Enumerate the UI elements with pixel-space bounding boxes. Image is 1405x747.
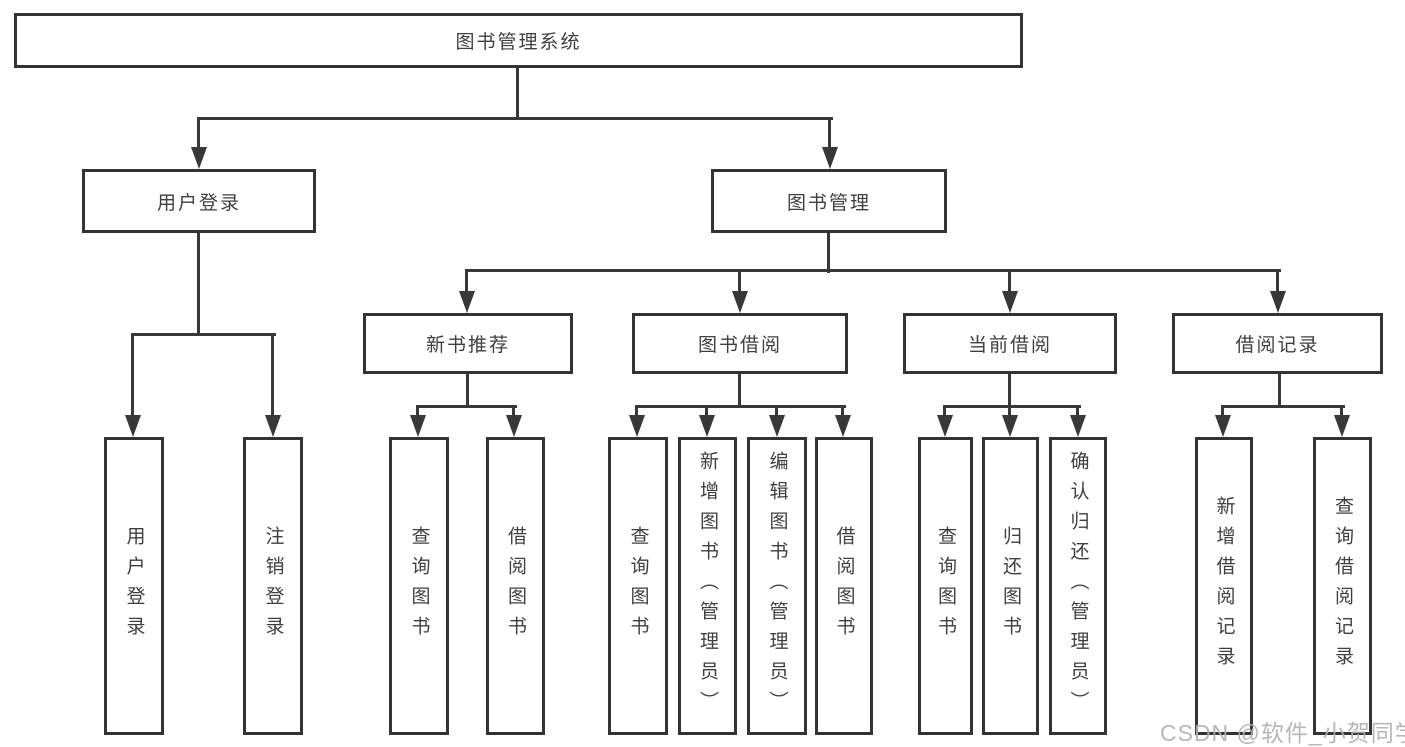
arrow-down-icon bbox=[410, 415, 426, 437]
leaf-current-confirm-return-admin: 确认归还（管理员） bbox=[1049, 437, 1107, 735]
node-borrow-records-label: 借阅记录 bbox=[1235, 335, 1320, 356]
leaf-borrow-add-books-admin-label: 新增图书（管理员） bbox=[697, 451, 718, 721]
leaf-current-confirm-return-admin-label: 确认归还（管理员） bbox=[1067, 451, 1089, 721]
connector-line bbox=[1340, 405, 1343, 419]
leaf-borrow-edit-books-admin: 编辑图书（管理员） bbox=[747, 437, 807, 735]
leaf-current-query-books-label: 查询图书 bbox=[935, 526, 956, 646]
connector-line bbox=[943, 405, 946, 419]
leaf-newbook-query-books-label: 查询图书 bbox=[408, 526, 430, 646]
connector-line bbox=[197, 117, 200, 151]
connector-line bbox=[1008, 269, 1011, 294]
connector-line bbox=[1076, 405, 1079, 419]
connector-line bbox=[841, 405, 844, 419]
node-current-borrow: 当前借阅 bbox=[903, 313, 1117, 374]
arrow-down-icon bbox=[769, 415, 785, 437]
arrow-down-icon bbox=[1070, 415, 1086, 437]
leaf-logout-label: 注销登录 bbox=[262, 526, 284, 646]
connector-line bbox=[827, 233, 830, 273]
csdn-watermark: CSDN @软件_小贺同学 bbox=[1160, 720, 1405, 746]
connector-line bbox=[943, 405, 1081, 408]
leaf-borrow-borrow-books-label: 借阅图书 bbox=[833, 526, 855, 646]
connector-line bbox=[1008, 374, 1011, 408]
arrow-down-icon bbox=[459, 291, 475, 313]
node-current-borrow-label: 当前借阅 bbox=[967, 335, 1052, 356]
connector-line bbox=[1278, 374, 1281, 408]
leaf-current-return-books: 归还图书 bbox=[982, 437, 1039, 735]
node-new-book-recommend: 新书推荐 bbox=[363, 313, 573, 374]
leaf-borrow-borrow-books: 借阅图书 bbox=[815, 437, 873, 735]
connector-line bbox=[131, 333, 134, 418]
connector-line bbox=[197, 233, 200, 336]
connector-line bbox=[1221, 405, 1345, 408]
connector-line bbox=[738, 269, 741, 294]
leaf-borrow-query-books: 查询图书 bbox=[608, 437, 668, 735]
node-book-borrow: 图书借阅 bbox=[632, 313, 848, 374]
arrow-down-icon bbox=[937, 415, 953, 437]
arrow-down-icon bbox=[732, 291, 748, 313]
arrow-down-icon bbox=[699, 415, 715, 437]
arrow-down-icon bbox=[1270, 291, 1286, 313]
connector-line bbox=[465, 269, 468, 294]
connector-line bbox=[635, 405, 846, 408]
connector-line bbox=[512, 405, 515, 419]
connector-line bbox=[416, 405, 517, 408]
connector-line bbox=[416, 405, 419, 419]
leaf-borrow-edit-books-admin-label: 编辑图书（管理员） bbox=[766, 451, 788, 721]
leaf-logout: 注销登录 bbox=[243, 437, 303, 735]
node-new-book-recommend-label: 新书推荐 bbox=[425, 335, 510, 356]
connector-line bbox=[465, 269, 1281, 272]
arrow-down-icon bbox=[1215, 415, 1231, 437]
leaf-borrow-add-books-admin: 新增图书（管理员） bbox=[678, 437, 737, 735]
connector-line bbox=[271, 333, 274, 418]
connector-line bbox=[1221, 405, 1224, 419]
arrow-down-icon bbox=[1334, 415, 1350, 437]
connector-line bbox=[197, 117, 833, 120]
leaf-user-login: 用户登录 bbox=[104, 437, 164, 735]
leaf-borrow-query-books-label: 查询图书 bbox=[627, 526, 649, 646]
leaf-newbook-borrow-books-label: 借阅图书 bbox=[505, 526, 526, 646]
arrow-down-icon bbox=[265, 415, 281, 437]
node-root-label: 图书管理系统 bbox=[455, 32, 582, 53]
connector-line bbox=[738, 374, 741, 408]
node-root: 图书管理系统 bbox=[14, 13, 1023, 68]
leaf-record-query-record: 查询借阅记录 bbox=[1313, 437, 1372, 735]
arrow-down-icon bbox=[822, 147, 838, 169]
connector-line bbox=[635, 405, 638, 419]
leaf-newbook-query-books: 查询图书 bbox=[389, 437, 449, 735]
leaf-record-query-record-label: 查询借阅记录 bbox=[1332, 496, 1353, 676]
node-user-login-label: 用户登录 bbox=[156, 192, 241, 214]
arrow-down-icon bbox=[506, 415, 522, 437]
connector-line bbox=[131, 333, 276, 336]
arrow-down-icon bbox=[1002, 291, 1018, 313]
arrow-down-icon bbox=[1002, 415, 1018, 437]
arrow-down-icon bbox=[191, 147, 207, 169]
connector-line bbox=[516, 68, 519, 120]
node-book-borrow-label: 图书借阅 bbox=[697, 335, 782, 356]
leaf-newbook-borrow-books: 借阅图书 bbox=[486, 437, 545, 735]
arrow-down-icon bbox=[629, 415, 645, 437]
leaf-current-query-books: 查询图书 bbox=[918, 437, 973, 735]
leaf-record-add-record-label: 新增借阅记录 bbox=[1213, 496, 1235, 676]
arrow-down-icon bbox=[835, 415, 851, 437]
leaf-record-add-record: 新增借阅记录 bbox=[1195, 437, 1253, 735]
node-borrow-records: 借阅记录 bbox=[1172, 313, 1383, 374]
leaf-user-login-label: 用户登录 bbox=[123, 526, 145, 646]
connector-line bbox=[705, 405, 708, 419]
connector-line bbox=[1008, 405, 1011, 419]
connector-line bbox=[775, 405, 778, 419]
arrow-down-icon bbox=[125, 415, 141, 437]
leaf-current-return-books-label: 归还图书 bbox=[1000, 526, 1021, 646]
connector-line bbox=[466, 374, 469, 408]
connector-line bbox=[1276, 269, 1279, 294]
node-book-management-label: 图书管理 bbox=[786, 192, 871, 214]
node-book-management: 图书管理 bbox=[711, 169, 947, 233]
node-user-login: 用户登录 bbox=[82, 169, 316, 233]
connector-line bbox=[828, 117, 831, 151]
